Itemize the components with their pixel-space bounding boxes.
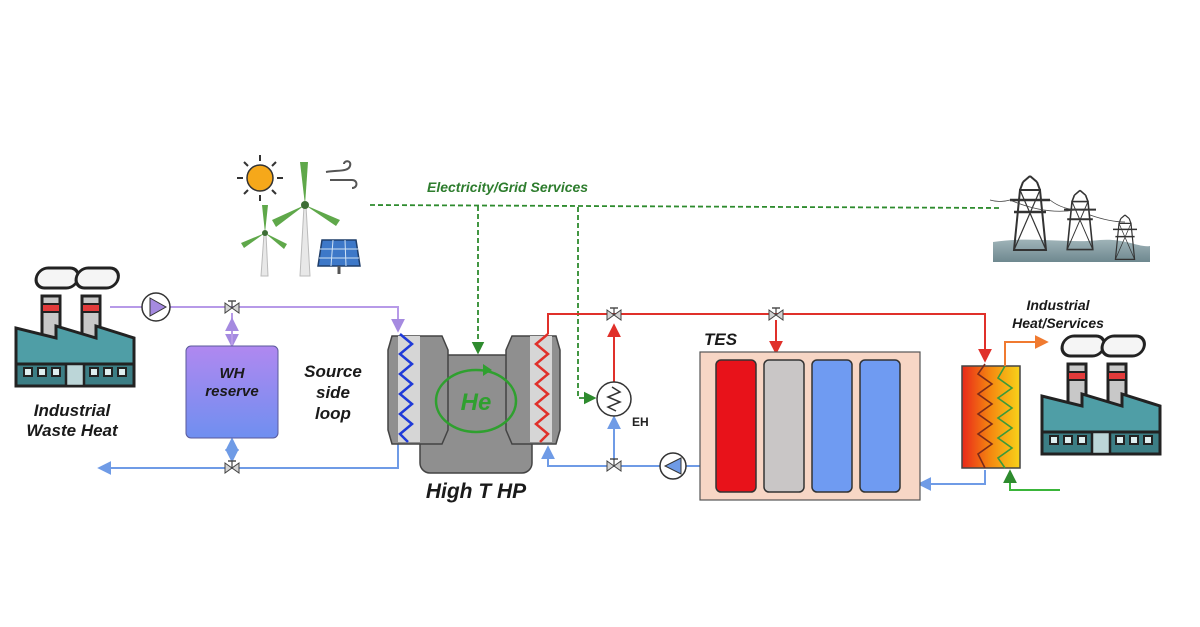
industrial-heat-label-1: Industrial <box>1026 297 1090 313</box>
electricity-lines <box>369 204 1001 405</box>
source-loop-label-1: Source <box>304 362 362 381</box>
wind-icon <box>325 160 358 189</box>
industrial-heat-label-2: Heat/Services <box>1012 315 1104 331</box>
valve-icon <box>606 307 622 321</box>
cold-pipe <box>541 415 986 491</box>
wh-reserve-tank <box>185 345 279 439</box>
heater-label: EH <box>632 415 649 429</box>
source-loop-label-2: side <box>316 383 350 402</box>
source-loop-label-3: loop <box>315 404 351 423</box>
wind-turbine-icon <box>241 162 340 277</box>
valve-icon <box>606 458 622 472</box>
solar-panel-icon <box>317 239 361 274</box>
valve-icon <box>224 300 240 314</box>
heater-icon <box>596 381 632 417</box>
pump-icon <box>141 292 171 322</box>
wh-reserve-label-1: WH <box>220 365 246 382</box>
pump-icon <box>659 452 687 480</box>
power-tower-icon <box>989 174 1150 262</box>
factory-icon <box>1040 334 1162 456</box>
heat-exchanger-icon <box>961 363 1021 469</box>
sun-icon <box>237 155 283 201</box>
process-heat-out <box>1004 335 1049 366</box>
valve-icon <box>224 460 240 474</box>
waste-heat-label-1: Industrial <box>34 401 112 420</box>
tes-tank <box>699 351 921 501</box>
wh-reserve-label-2: reserve <box>205 383 258 400</box>
heat-pump-label: High T HP <box>426 480 527 503</box>
heat-pump <box>387 333 561 474</box>
electricity-label: Electricity/Grid Services <box>427 179 588 195</box>
valve-icon <box>768 307 784 321</box>
factory-icon <box>14 266 136 388</box>
waste-heat-label-2: Waste Heat <box>26 421 119 440</box>
hot-pipe <box>547 313 992 382</box>
process-return <box>1003 469 1060 491</box>
helium-label: He <box>461 389 492 416</box>
source-pipe <box>97 306 405 475</box>
tes-label: TES <box>704 330 738 349</box>
